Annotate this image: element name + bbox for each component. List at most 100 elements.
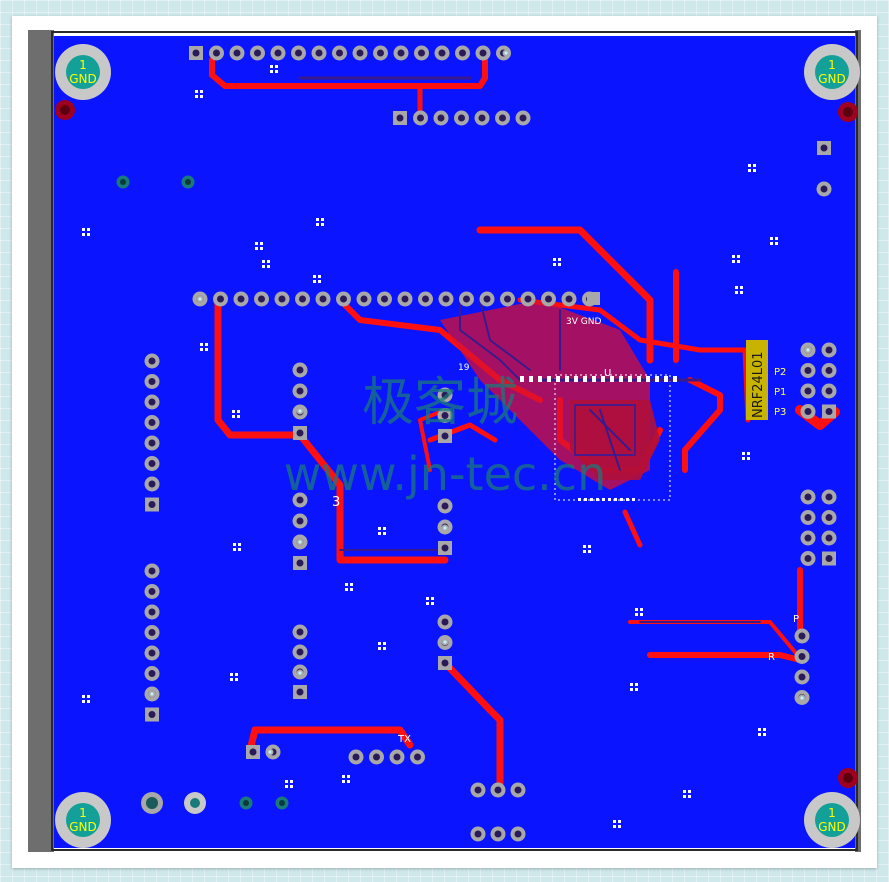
via-cluster — [383, 647, 386, 650]
via-hole — [198, 297, 202, 301]
ic-pin — [565, 376, 569, 382]
via-cluster — [350, 588, 353, 591]
gnd-label-number: 1 — [828, 806, 836, 820]
pad-drill — [798, 632, 806, 640]
via-cluster — [345, 588, 348, 591]
via-cluster — [205, 343, 208, 346]
via-cluster — [613, 820, 616, 823]
via-cluster — [630, 688, 633, 691]
via-cluster — [82, 695, 85, 698]
pad-drill — [148, 439, 156, 447]
ic-pin — [556, 376, 560, 382]
pad-drill — [148, 588, 156, 595]
gnd-label: GND — [818, 820, 846, 834]
via-cluster — [195, 95, 198, 98]
pad-drill — [825, 367, 833, 374]
pad-drill — [524, 295, 532, 303]
pad-drill — [295, 49, 302, 57]
via-cluster — [321, 218, 324, 221]
pad-drill — [381, 295, 388, 303]
via-cluster — [82, 233, 85, 236]
pin-label-p1: P1 — [774, 387, 786, 398]
pin-label-p2: P2 — [774, 367, 786, 378]
pad-drill — [804, 367, 812, 374]
mounting-hole-drill — [66, 803, 100, 837]
pad-drill — [825, 555, 833, 562]
pad-drill — [494, 786, 502, 794]
pad-drill — [148, 480, 156, 488]
ref-3: 3 — [332, 495, 340, 510]
via-cluster — [383, 527, 386, 530]
via-cluster — [770, 237, 773, 240]
via-cluster — [763, 728, 766, 731]
via-cluster — [347, 775, 350, 778]
via-cluster — [583, 545, 586, 548]
pad-drill — [825, 514, 833, 521]
pad-drill — [459, 49, 466, 57]
via-cluster — [748, 169, 751, 172]
via-cluster — [267, 265, 270, 268]
pad-drill — [340, 295, 347, 303]
via-hole — [120, 179, 126, 185]
via-cluster — [200, 90, 203, 93]
pad-drill — [474, 830, 482, 838]
pad-drill — [296, 648, 304, 656]
ic-pin — [646, 376, 650, 382]
via-cluster — [558, 258, 561, 261]
via-cluster — [230, 673, 233, 676]
via-cluster — [267, 260, 270, 263]
ref-r: R — [768, 652, 775, 663]
via-cluster — [342, 775, 345, 778]
pad-drill — [474, 786, 482, 794]
via-cluster — [378, 532, 381, 535]
ic-pin — [578, 498, 581, 501]
via-cluster — [82, 700, 85, 703]
pad-drill — [148, 629, 156, 636]
pad-drill — [441, 659, 449, 667]
pad-drill — [422, 295, 429, 303]
pad-drill — [148, 378, 156, 385]
pad-drill — [397, 49, 405, 57]
pad-drill — [479, 49, 487, 57]
via-cluster — [285, 785, 288, 788]
ic-pin — [673, 376, 677, 382]
via-cluster — [758, 728, 761, 731]
pad-drill — [820, 144, 828, 152]
via-cluster — [426, 597, 429, 600]
pad-drill — [296, 429, 304, 437]
via-cluster — [318, 275, 321, 278]
via-cluster — [82, 228, 85, 231]
pad-drill — [299, 295, 306, 303]
gnd-label: GND — [69, 820, 97, 834]
via-cluster — [230, 678, 233, 681]
ic-pin — [664, 376, 668, 382]
via-cluster — [740, 286, 743, 289]
via-cluster — [748, 164, 751, 167]
via-cluster — [235, 673, 238, 676]
via-cluster — [640, 608, 643, 611]
ic-pin — [602, 498, 605, 501]
via-hole — [298, 409, 302, 413]
via-cluster — [345, 583, 348, 586]
via-cluster — [238, 548, 241, 551]
gnd-label: GND — [818, 72, 846, 86]
ic-pin — [655, 376, 659, 382]
pad-drill — [377, 49, 384, 57]
gnd-label-number: 1 — [79, 806, 87, 820]
pad-drill — [804, 387, 812, 395]
pad-drill — [804, 408, 812, 415]
via-hole — [443, 640, 447, 644]
via-hole — [443, 526, 447, 530]
via-cluster — [316, 223, 319, 226]
via-cluster — [316, 218, 319, 221]
via-cluster — [618, 825, 621, 828]
ic-pin — [596, 498, 599, 501]
via-cluster — [553, 258, 556, 261]
via-cluster — [683, 795, 686, 798]
pad-drill — [441, 502, 449, 510]
pad-drill — [296, 559, 304, 567]
mounting-hole-drill — [815, 803, 849, 837]
via-hole — [298, 671, 302, 675]
pad-drill — [336, 49, 343, 57]
